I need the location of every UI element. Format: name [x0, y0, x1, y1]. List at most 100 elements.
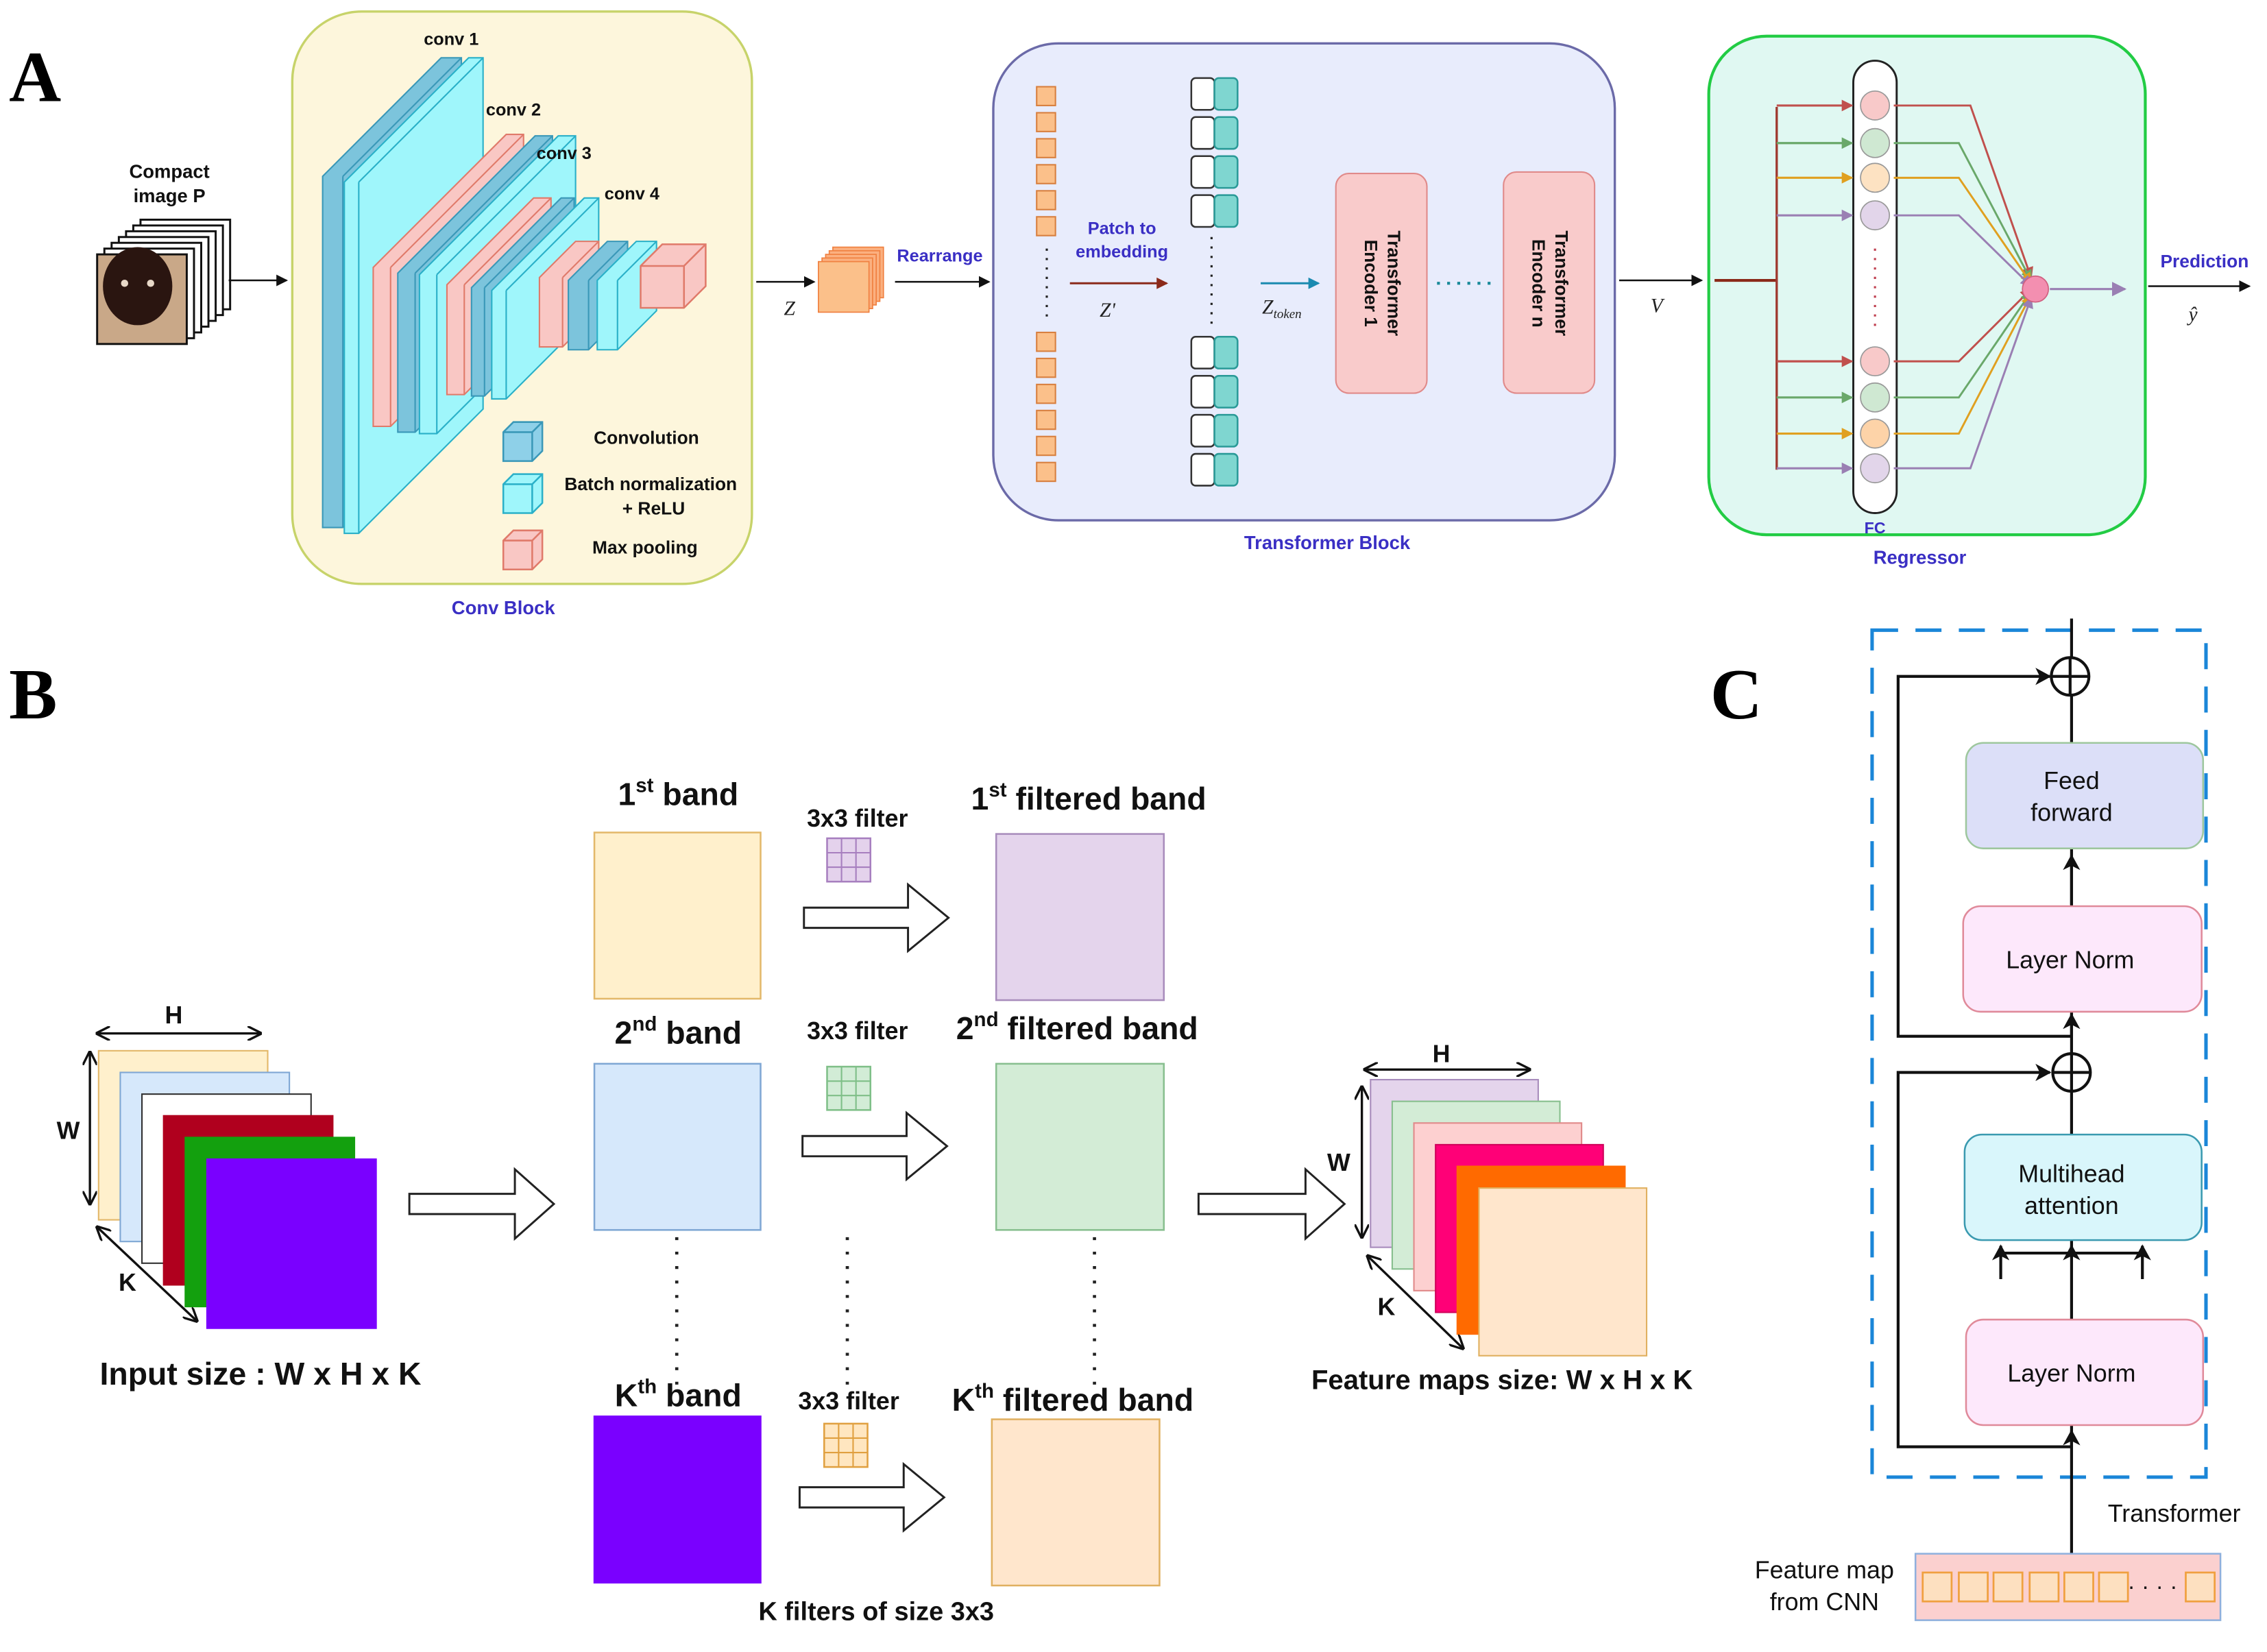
multihead-attention-box [1963, 1133, 2203, 1241]
filtered-band-2-label: 2nd filtered band [956, 1008, 1198, 1046]
z-label: Z [784, 298, 795, 320]
filtered-2-suffix: filtered band [999, 1010, 1198, 1046]
embedding-vector [1213, 374, 1239, 409]
encodern-line2: Encoder n [1528, 239, 1549, 328]
layer-norm-bottom-box [1965, 1318, 2205, 1426]
legend-maxpool: Max pooling [592, 537, 698, 558]
band-k-suffix: band [657, 1378, 742, 1413]
panel-a: A Compact image P conv 1 conv 2 conv 3 c… [9, 10, 2251, 618]
yhat-label: ŷ [2186, 304, 2198, 326]
filtered-2-sup: nd [974, 1008, 999, 1031]
embedding-slot [1190, 374, 1215, 409]
output-edge [1893, 296, 2033, 470]
regressor-frame [1707, 34, 2147, 537]
conv2-label: conv 2 [486, 101, 541, 120]
feed-forward-line1: Feed [2044, 767, 2100, 794]
feature-map-layer [1478, 1187, 1648, 1357]
input-k-label: K [119, 1269, 136, 1296]
patch-square [1036, 435, 1056, 457]
embedding-vector [1213, 194, 1239, 228]
layer-norm-top-label: Layer Norm [2006, 947, 2134, 974]
feature-map-stack [1370, 1078, 1648, 1357]
fc-neuron [1860, 200, 1891, 231]
residual-connection-1 [1896, 1063, 2072, 1448]
patch-square [1036, 164, 1056, 184]
embedding-vector [1213, 336, 1239, 369]
filtered-1-sup: st [989, 779, 1006, 801]
k-filters-label: K filters of size 3x3 [758, 1598, 994, 1627]
embedding-slot [1190, 452, 1215, 487]
filter-1-arrow [803, 882, 950, 953]
rearrange-label: Rearrange [897, 247, 982, 266]
filtered-2-num: 2 [956, 1010, 974, 1046]
ztoken-main: Z [1262, 297, 1274, 319]
conv4-layer-edge [587, 241, 629, 281]
filtered-band-1-square [995, 833, 1165, 1001]
cube-edge [683, 243, 707, 267]
prediction-label: Prediction [2160, 251, 2248, 271]
band-k-label: Kth band [615, 1376, 742, 1413]
feature-token [2028, 1571, 2060, 1603]
filter-2-arrow [801, 1110, 949, 1182]
feature-token [2098, 1571, 2129, 1603]
fc-neuron [1860, 382, 1891, 413]
ztoken-sub: token [1274, 307, 1302, 321]
fc-neuron [1860, 346, 1891, 377]
output-k-label: K [1378, 1293, 1396, 1321]
filter-1-grid [826, 837, 872, 883]
conv1-bn-edge [358, 57, 484, 183]
patch-square [1036, 138, 1056, 158]
embedding-vector [1213, 77, 1239, 111]
legend-convolution-icon-edge [531, 421, 544, 433]
feed-forward-box [1965, 742, 2205, 849]
fc-neuron [1860, 90, 1891, 121]
feature-token [1992, 1571, 2024, 1603]
input-k-dimension [97, 1227, 197, 1321]
output-edge [1893, 104, 2033, 279]
patch-square [1036, 216, 1056, 236]
legend-batchnorm-icon-edge [531, 473, 544, 485]
feature-map-line2: from CNN [1770, 1588, 1879, 1616]
transformer-label: Transformer [2108, 1500, 2241, 1527]
band-2-num: 2 [615, 1015, 633, 1050]
patch-square [1036, 331, 1056, 352]
conv3-bn-edge [505, 197, 600, 291]
patch-square [1036, 357, 1056, 378]
z-cube-layer [818, 260, 870, 313]
embedding-vector [1213, 452, 1239, 487]
encoder1-line2: Encoder 1 [1361, 240, 1381, 327]
panel-c: C Feed forward Layer Norm [1710, 618, 2241, 1621]
patch-square [1036, 383, 1056, 404]
fc-neuron [1860, 162, 1891, 193]
patch-square [1036, 112, 1056, 132]
ztoken-label: Ztoken [1262, 297, 1302, 321]
filtered-band-2-square [995, 1062, 1165, 1231]
embedding-column [1190, 77, 1239, 487]
transformer-encoder-1 [1335, 172, 1428, 394]
regressor-title: Regressor [1874, 546, 1967, 568]
filters-column [798, 837, 950, 1533]
feed-forward-line2: forward [2030, 799, 2112, 827]
conv-block-title: Conv Block [452, 597, 556, 618]
band-1-suffix: band [654, 776, 739, 812]
conv1-label: conv 1 [424, 29, 478, 49]
output-edge [1893, 293, 2033, 435]
image-highlight [121, 279, 129, 287]
band-2-square [593, 1062, 762, 1231]
band-k-num: K [615, 1378, 638, 1413]
output-w-label: W [1327, 1149, 1350, 1176]
output-k-dimension [1368, 1256, 1463, 1348]
feature-maps-size-label: Feature maps size: W x H x K [1311, 1365, 1693, 1395]
conv2-pool-edge [389, 134, 524, 268]
fc-neuron [1860, 418, 1891, 449]
conv4-pool-edge [561, 241, 600, 278]
transformer-encoder-n [1503, 171, 1596, 394]
filter-1-label: 3x3 filter [807, 805, 908, 832]
band-2-sup: nd [632, 1012, 657, 1035]
input-w-label: W [57, 1117, 80, 1144]
output-edge [1893, 142, 2033, 282]
conv2-layer-edge [414, 135, 553, 274]
band-3-square [593, 1416, 762, 1584]
